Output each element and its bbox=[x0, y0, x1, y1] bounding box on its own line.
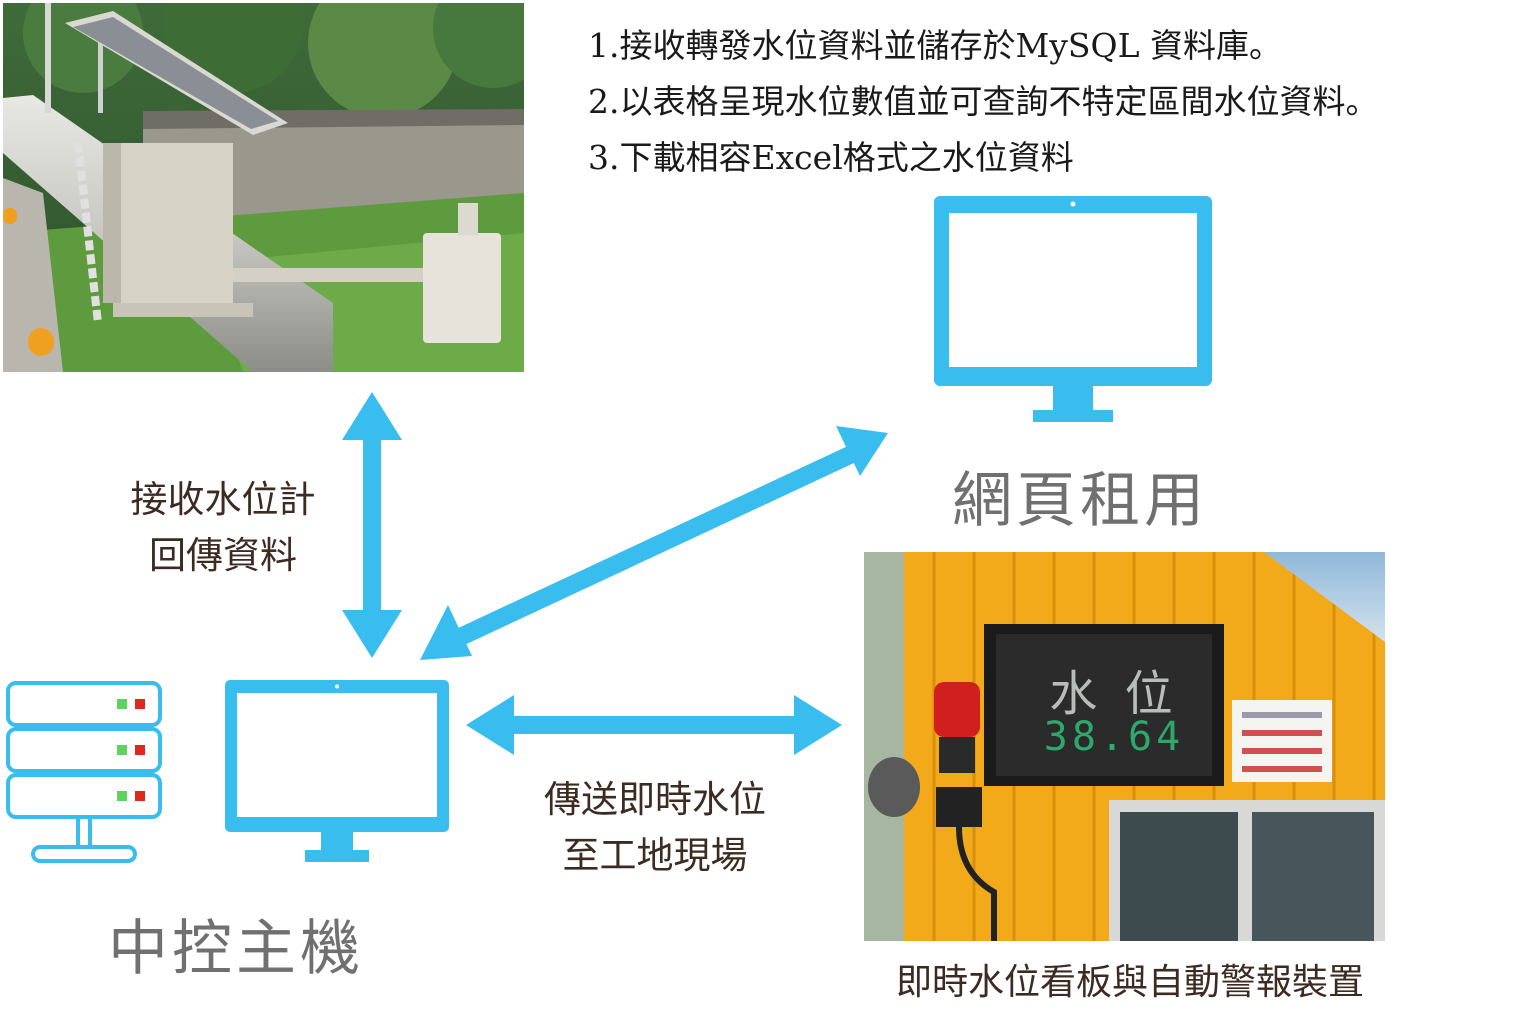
led-board-text-line1: 水 位 bbox=[1049, 666, 1179, 722]
receive-data-line1: 接收水位計 bbox=[130, 478, 316, 521]
receive-data-label: 接收水位計 回傳資料 bbox=[110, 472, 336, 584]
feature-item-2: 2.以表格呈現水位數值並可查詢不特定區間水位資料。 bbox=[588, 82, 1379, 121]
double-arrow-icon bbox=[466, 695, 842, 755]
send-data-label: 傳送即時水位 至工地現場 bbox=[520, 772, 790, 884]
send-data-line1: 傳送即時水位 bbox=[544, 778, 766, 821]
led-board-photo: 水 位 38.64 bbox=[864, 552, 1385, 941]
central-monitor-icon bbox=[225, 680, 449, 862]
send-data-line2: 至工地現場 bbox=[562, 834, 748, 877]
led-board-text-line2: 38.64 bbox=[1043, 714, 1185, 760]
board-caption: 即時水位看板與自動警報裝置 bbox=[895, 962, 1364, 1003]
server-icon bbox=[6, 681, 162, 863]
double-arrow-icon bbox=[342, 392, 402, 658]
feature-item-3: 3.下載相容Excel格式之水位資料 bbox=[588, 138, 1074, 177]
central-host-label: 中控主機 bbox=[108, 914, 364, 984]
double-arrow-icon bbox=[420, 426, 888, 660]
feature-item-1: 1.接收轉發水位資料並儲存於MySQL 資料庫。 bbox=[588, 26, 1282, 65]
water-level-sensor-photo bbox=[3, 3, 524, 372]
web-rental-label: 網頁租用 bbox=[952, 466, 1208, 536]
web-monitor-icon bbox=[934, 196, 1212, 422]
receive-data-line2: 回傳資料 bbox=[149, 534, 297, 577]
